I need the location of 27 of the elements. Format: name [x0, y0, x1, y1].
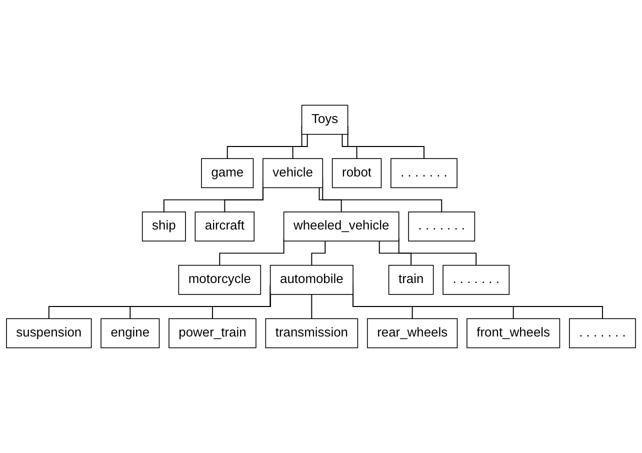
- connector: [342, 134, 358, 160]
- connector: [378, 240, 412, 266]
- node-box: front_wheels: [466, 318, 560, 348]
- node-box: rear_wheels: [366, 318, 458, 348]
- node-box: suspension: [6, 318, 92, 348]
- node-box: aircraft: [194, 212, 255, 242]
- node-box: game: [201, 158, 254, 188]
- node-box: automobile: [270, 264, 354, 295]
- node-box: . . . . . . .: [442, 264, 510, 295]
- node-box: vehicle: [262, 158, 324, 188]
- connector: [311, 294, 312, 320]
- node-box: transmission: [265, 318, 358, 348]
- node-box: . . . . . . .: [390, 158, 458, 188]
- node-box: Toys: [301, 104, 348, 135]
- node-box: motorcycle: [178, 264, 262, 295]
- connector: [219, 238, 284, 266]
- node-box: robot: [332, 158, 382, 188]
- node-box: power_train: [168, 318, 256, 348]
- node-box: . . . . . . .: [408, 212, 476, 242]
- node-box: engine: [100, 318, 160, 348]
- node-box: . . . . . . .: [569, 318, 636, 348]
- node-box: train: [388, 264, 434, 295]
- node-box: wheeled_vehicle: [283, 212, 400, 242]
- connector: [318, 187, 342, 212]
- node-box: ship: [142, 212, 186, 242]
- connector: [292, 134, 308, 160]
- connector: [311, 240, 326, 266]
